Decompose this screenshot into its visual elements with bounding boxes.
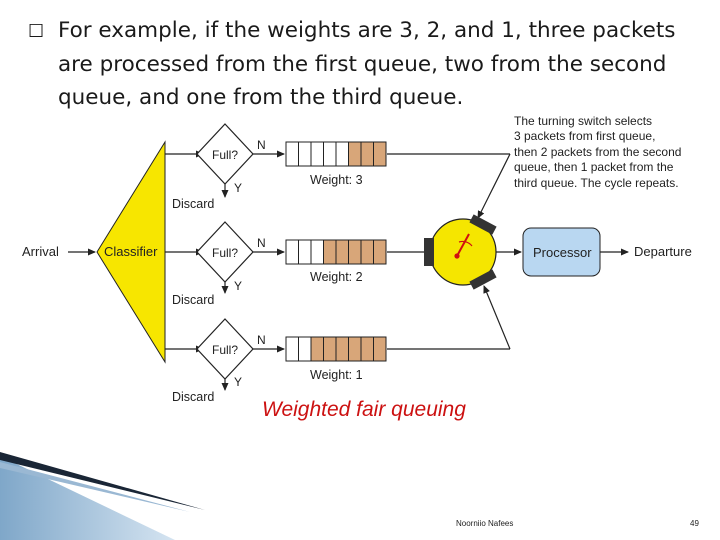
switch-pointer bbox=[456, 233, 470, 257]
discard-label-2: Discard bbox=[172, 293, 214, 307]
y-label-1: Y bbox=[234, 181, 242, 195]
switch-rotation-arc bbox=[458, 240, 473, 247]
switch-note: The turning switch selects 3 packets fro… bbox=[514, 114, 681, 190]
departure-label: Departure bbox=[634, 244, 692, 259]
note-line-3: then 2 packets from the second bbox=[514, 145, 681, 159]
queue-3-to-switch-arrow bbox=[483, 285, 511, 350]
y-label-2: Y bbox=[234, 279, 242, 293]
packet bbox=[348, 336, 362, 362]
switch-contact-left bbox=[424, 238, 434, 266]
switch-contact-bottom bbox=[469, 269, 497, 290]
figure-caption: Weighted fair queuing bbox=[262, 398, 466, 421]
packet bbox=[373, 336, 387, 362]
queue-2: Full? N Y Discard Weight: 2 bbox=[165, 221, 387, 307]
page-number: 49 bbox=[690, 519, 699, 528]
packet bbox=[335, 239, 349, 265]
packet bbox=[310, 336, 324, 362]
switch-pivot bbox=[454, 253, 460, 259]
processor-label: Processor bbox=[533, 245, 592, 260]
note-line-4: queue, then 1 packet from the bbox=[514, 160, 674, 174]
empty-slot bbox=[335, 141, 349, 167]
empty-slot bbox=[310, 141, 324, 167]
packet bbox=[335, 336, 349, 362]
switch-contact-top bbox=[469, 214, 497, 235]
discard-label-3: Discard bbox=[172, 390, 214, 404]
footer-author: Noorniio Nafees bbox=[456, 519, 514, 528]
empty-slot bbox=[285, 336, 299, 362]
bullet-line-2: are processed from the first queue, two … bbox=[58, 52, 667, 77]
packet bbox=[348, 239, 362, 265]
empty-slot bbox=[323, 141, 337, 167]
weight-label-1: Weight: 3 bbox=[310, 173, 363, 187]
turning-switch bbox=[424, 214, 497, 290]
classifier-label: Classifier bbox=[104, 244, 158, 259]
packet bbox=[360, 141, 374, 167]
footer-swoosh-light bbox=[0, 462, 190, 512]
packet bbox=[348, 141, 362, 167]
packet bbox=[360, 239, 374, 265]
packet bbox=[373, 239, 387, 265]
packet-queue-1 bbox=[285, 141, 387, 167]
weight-label-3: Weight: 1 bbox=[310, 368, 363, 382]
discard-label-1: Discard bbox=[172, 197, 214, 211]
y-label-3: Y bbox=[234, 375, 242, 389]
full-label-1: Full? bbox=[212, 148, 238, 162]
bullet-text: ☐ For example, if the weights are 3, 2, a… bbox=[28, 14, 708, 114]
bullet-icon: ☐ bbox=[28, 21, 45, 42]
empty-slot bbox=[310, 239, 324, 265]
bullet-line-1: For example, if the weights are 3, 2, an… bbox=[58, 18, 676, 43]
empty-slot bbox=[285, 141, 299, 167]
empty-slot bbox=[298, 141, 312, 167]
empty-slot bbox=[298, 336, 312, 362]
packet bbox=[323, 336, 337, 362]
packet-queue-2 bbox=[285, 239, 387, 265]
footer-swoosh-dark bbox=[0, 452, 205, 510]
queue-1: Full? N Y Discard Weight: 3 bbox=[165, 123, 387, 211]
packet bbox=[373, 141, 387, 167]
n-label-1: N bbox=[257, 138, 266, 152]
full-label-3: Full? bbox=[212, 343, 238, 357]
n-label-3: N bbox=[257, 333, 266, 347]
footer-wedge bbox=[0, 456, 175, 540]
queue-3: Full? N Y Discard Weight: 1 bbox=[165, 318, 387, 404]
packet bbox=[360, 336, 374, 362]
arrival-label: Arrival bbox=[22, 244, 59, 259]
footer-decoration bbox=[0, 452, 205, 540]
full-label-2: Full? bbox=[212, 246, 238, 260]
packet bbox=[323, 239, 337, 265]
empty-slot bbox=[285, 239, 299, 265]
packet-queue-3 bbox=[285, 336, 387, 362]
bullet-line-3: queue, and one from the third queue. bbox=[58, 85, 464, 110]
weight-label-2: Weight: 2 bbox=[310, 270, 363, 284]
n-label-2: N bbox=[257, 236, 266, 250]
note-line-1: The turning switch selects bbox=[514, 114, 652, 128]
empty-slot bbox=[298, 239, 312, 265]
note-line-5: third queue. The cycle repeats. bbox=[514, 176, 679, 190]
note-line-2: 3 packets from first queue, bbox=[514, 129, 655, 143]
queue-1-to-switch-arrow bbox=[477, 153, 511, 219]
